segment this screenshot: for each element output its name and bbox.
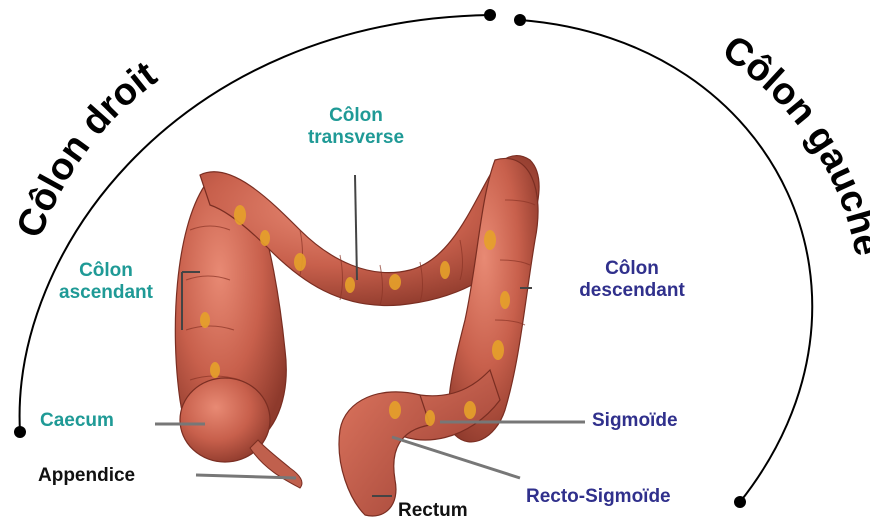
label-appendice: Appendice [38, 465, 135, 487]
label-colon-descendant: Côlon descendant [558, 258, 706, 302]
label-rectum: Rectum [398, 500, 468, 522]
left-colon-title: Côlon gauche [715, 28, 870, 260]
colon-illustration [175, 156, 539, 516]
label-colon-transverse: Côlon transverse [286, 105, 426, 149]
label-sigmoide: Sigmoïde [592, 410, 678, 432]
label-recto-sigmoide: Recto-Sigmoïde [526, 486, 671, 508]
label-colon-ascendant: Côlon ascendant [40, 260, 172, 304]
label-caecum: Caecum [40, 410, 114, 432]
